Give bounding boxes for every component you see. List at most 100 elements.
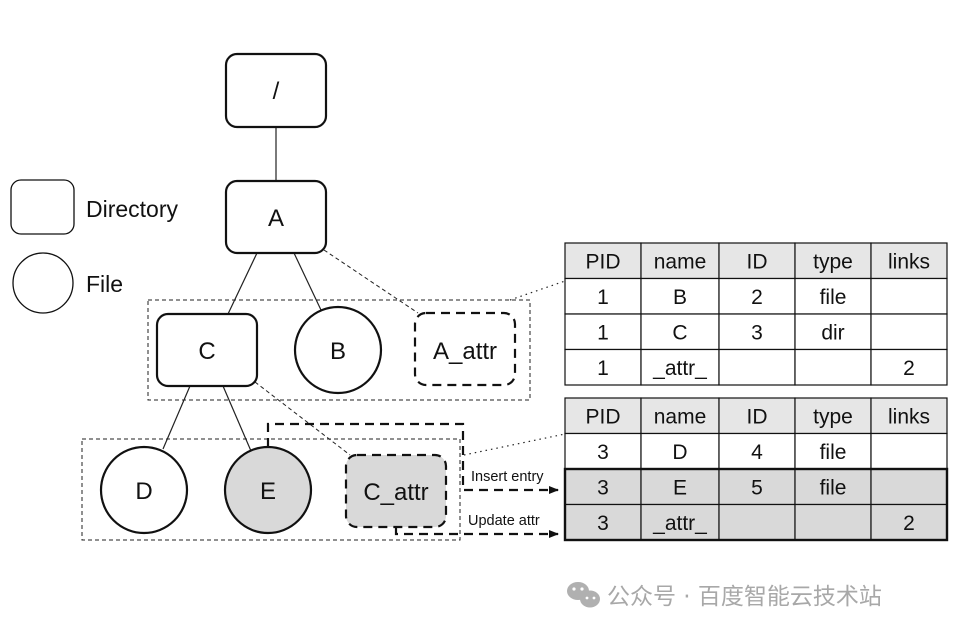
table-cell-text: file	[820, 476, 847, 499]
table-header-type: type	[813, 250, 853, 273]
table-cell-text: _attr_	[652, 512, 707, 535]
directory-shape	[224, 52, 328, 129]
table-cell-text: file	[820, 286, 847, 309]
table-cell-text: B	[673, 286, 687, 309]
table-cell-text: 1	[597, 286, 609, 309]
update-attr-arrow	[394, 527, 559, 538]
node-b[interactable]: B	[293, 305, 383, 395]
table-row: 1 B 2 file	[564, 277, 948, 315]
highlighted-rows-outline	[563, 467, 949, 542]
insert-entry-path	[266, 422, 559, 494]
edge-c-cattr	[254, 381, 351, 456]
table-cell-text: C	[672, 321, 687, 344]
attr-edges	[254, 249, 419, 456]
table-cell-text: 3	[751, 321, 763, 344]
table-cell-text: D	[672, 441, 687, 464]
table-cell-text: _attr_	[652, 357, 707, 380]
table-cell	[564, 313, 642, 351]
table-cell	[794, 277, 872, 315]
legend-directory-shape	[10, 179, 75, 235]
table-cell-text: 2	[903, 512, 915, 535]
attr-shape	[413, 311, 517, 387]
table-cell	[794, 397, 872, 435]
table-cell	[640, 242, 720, 280]
legend-directory-label: Directory	[86, 196, 179, 222]
update-attr-path	[394, 527, 559, 538]
table-header-name: name	[654, 405, 707, 428]
table-cell	[718, 503, 796, 541]
table-cell-text: 1	[597, 321, 609, 344]
table-cell-text: 3	[597, 512, 609, 535]
insert-entry-arrow	[266, 422, 559, 494]
table-cell-text: 2	[751, 286, 763, 309]
table-cell	[870, 313, 948, 351]
table-cell	[718, 313, 796, 351]
node-d[interactable]: D	[99, 445, 189, 535]
table-cell	[870, 397, 948, 435]
table-cell	[870, 432, 948, 470]
node-c-attr-label: C_attr	[363, 479, 428, 506]
table-cell	[640, 313, 720, 351]
group-c-children	[81, 438, 461, 541]
node-a-label: A	[268, 205, 284, 232]
table-header-type: type	[813, 405, 853, 428]
table-cell	[564, 432, 642, 470]
node-c-label: C	[198, 338, 215, 365]
table-cell-text: 2	[903, 357, 915, 380]
table-cell	[718, 468, 796, 506]
node-a-attr[interactable]: A_attr	[413, 311, 517, 387]
table-pointers	[463, 280, 566, 456]
table-cell-text: 1	[597, 357, 609, 380]
table-cell-text: dir	[821, 321, 844, 344]
edge-a-c	[227, 252, 258, 315]
table-cell	[718, 432, 796, 470]
directory-shape	[224, 179, 328, 255]
table-header-id: ID	[747, 405, 768, 428]
table-row: 3 _attr_ 2	[564, 503, 948, 541]
table-cell	[564, 242, 642, 280]
edge-c-e	[222, 385, 252, 452]
node-d-label: D	[135, 478, 152, 505]
group-a-children	[147, 299, 531, 401]
table-header-links: links	[888, 405, 930, 428]
table-cell-text: 3	[597, 476, 609, 499]
table-cell	[640, 397, 720, 435]
update-attr-label: Update attr	[468, 513, 540, 529]
insert-entry-label: Insert entry	[471, 469, 544, 485]
node-root[interactable]: /	[224, 52, 328, 129]
file-shape	[293, 305, 383, 395]
table-cell	[794, 503, 872, 541]
table-cell	[870, 242, 948, 280]
pointer-c-table	[463, 433, 566, 456]
table-cell-text: 4	[751, 441, 763, 464]
table-cell	[564, 277, 642, 315]
legend-file-label: File	[86, 271, 123, 297]
table-header-id: ID	[747, 250, 768, 273]
table-cell	[794, 313, 872, 351]
node-a-attr-label: A_attr	[433, 338, 497, 365]
edge-a-b	[293, 252, 322, 311]
node-c[interactable]: C	[155, 312, 259, 388]
table-cell	[718, 242, 796, 280]
node-a[interactable]: A	[224, 179, 328, 255]
table-cell	[718, 348, 796, 386]
node-e[interactable]: E	[223, 445, 313, 535]
legend: Directory File	[10, 179, 179, 314]
table-cell-text: 3	[597, 441, 609, 464]
table-header-links: links	[888, 250, 930, 273]
table-header-pid: PID	[585, 250, 620, 273]
table-cell	[870, 277, 948, 315]
node-b-label: B	[330, 338, 346, 365]
node-c-attr[interactable]: C_attr	[344, 453, 448, 529]
edge-a-aattr	[323, 249, 419, 314]
table-row: 1 _attr_ 2	[564, 348, 948, 386]
table-cell	[564, 348, 642, 386]
pointer-a-table	[509, 280, 566, 301]
